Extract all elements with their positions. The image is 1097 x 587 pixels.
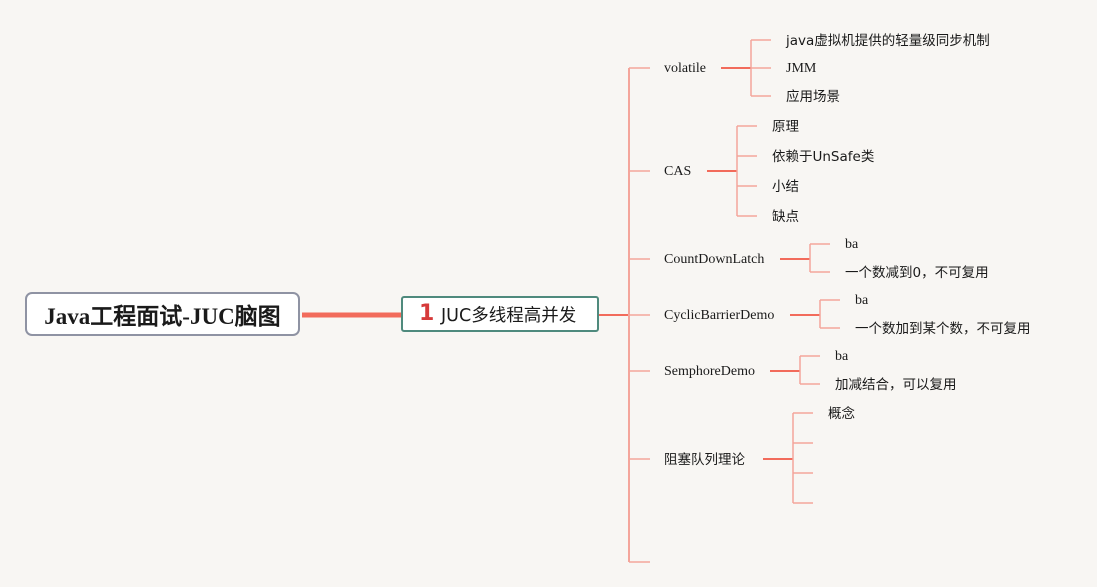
root-label: Java工程面试-JUC脑图 (44, 304, 281, 329)
branch-cyclicbarrier[interactable]: CyclicBarrierDemo (664, 308, 775, 323)
branch-volatile[interactable]: volatile (664, 61, 706, 76)
branch-countdownlatch[interactable]: CountDownLatch (664, 252, 765, 267)
leaf-cas-3[interactable]: 小结 (772, 179, 799, 195)
leaf-blockingqueue-1[interactable]: 概念 (828, 406, 855, 422)
leaf-cas-1[interactable]: 原理 (772, 119, 799, 135)
priority-1-icon: 1 (419, 301, 435, 326)
leaf-cyclicbarrier-2[interactable]: 一个数加到某个数，不可复用 (855, 321, 1031, 337)
leaf-cas-2[interactable]: 依赖于UnSafe类 (772, 149, 875, 165)
semphore-connectors (770, 355, 820, 385)
cyclicbarrier-connectors (790, 299, 840, 329)
leaf-semphore-2[interactable]: 加减结合，可以复用 (835, 377, 957, 393)
blockingqueue-connectors (763, 412, 813, 504)
leaf-cyclicbarrier-1[interactable]: ba (855, 293, 869, 308)
leaf-semphore-1[interactable]: ba (835, 349, 849, 364)
main-topic-label: JUC多线程高并发 (441, 305, 577, 326)
branch-blockingqueue[interactable]: 阻塞队列理论 (664, 452, 745, 468)
countdownlatch-connectors (780, 243, 830, 273)
main-topic-node[interactable]: 1 JUC多线程高并发 (401, 296, 599, 332)
leaf-volatile-2[interactable]: JMM (786, 61, 817, 76)
root-node[interactable]: Java工程面试-JUC脑图 (25, 292, 300, 336)
branch-cas[interactable]: CAS (664, 164, 692, 179)
leaf-volatile-1[interactable]: java虚拟机提供的轻量级同步机制 (786, 33, 990, 49)
volatile-connectors (721, 39, 771, 97)
branch-stubs (629, 67, 650, 563)
leaf-volatile-3[interactable]: 应用场景 (786, 89, 840, 105)
leaf-countdownlatch-2[interactable]: 一个数减到0，不可复用 (845, 265, 989, 281)
leaf-countdownlatch-1[interactable]: ba (845, 237, 859, 252)
branch-semphore[interactable]: SemphoreDemo (664, 364, 755, 379)
leaf-cas-4[interactable]: 缺点 (772, 209, 799, 225)
cas-connectors (707, 125, 757, 217)
